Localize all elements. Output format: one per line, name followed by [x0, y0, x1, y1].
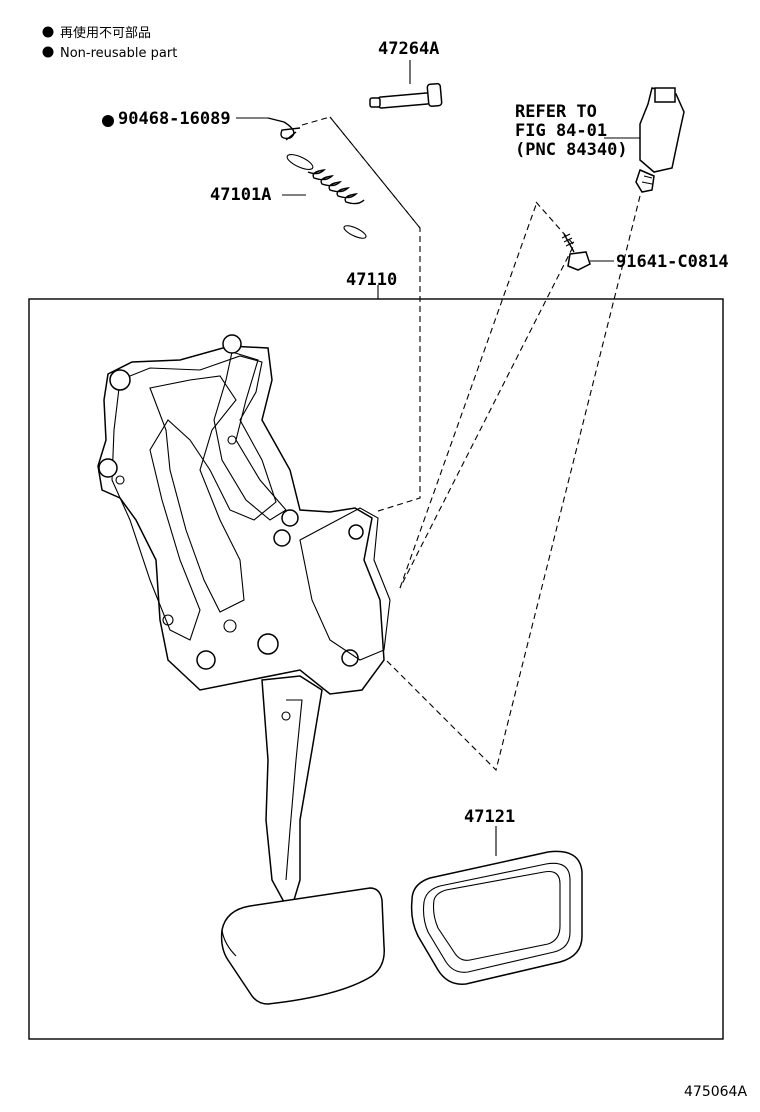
- non-reusable-bullet-icon: [42, 46, 54, 58]
- spring-label: 47101A: [210, 185, 271, 205]
- screw-label: 91641-C0814: [616, 252, 729, 272]
- legend: 再使用不可部品 Non-reusable part: [42, 25, 177, 61]
- switch-refer-line-2: FIG 84-01: [515, 121, 607, 141]
- pin-part: [369, 60, 443, 109]
- switch-refer-line-3: (PNC 84340): [515, 140, 628, 160]
- pedal-pad-part: [410, 826, 583, 985]
- clip-part: [236, 117, 301, 141]
- switch-dash-line: [399, 201, 575, 589]
- assembly-frame: [28, 298, 724, 1040]
- pin-dash-line: [301, 116, 421, 513]
- switch-part: [604, 87, 685, 193]
- switch-refer-line-1: REFER TO: [515, 102, 597, 122]
- legend-jp: 再使用不可部品: [60, 25, 151, 41]
- assembly-label: 47110: [346, 270, 397, 290]
- assembly-dashed-lines: [301, 116, 641, 772]
- pin-label: 47264A: [378, 39, 439, 59]
- screw-part: [561, 233, 614, 271]
- clip-label: 90468-16089: [118, 109, 231, 129]
- legend-en: Non-reusable part: [60, 46, 177, 61]
- pad-dash-line: [377, 195, 641, 772]
- non-reusable-bullet-icon: [102, 115, 114, 127]
- pedal-assembly-part: [97, 334, 391, 1005]
- non-reusable-bullet-icon: [42, 26, 54, 38]
- spring-part: [282, 153, 367, 239]
- bracket-mount-boss: [109, 369, 131, 391]
- labels: 47264A 90468-16089 47101A 47110 47121 91…: [102, 39, 747, 1100]
- figure-number: 475064A: [684, 1084, 747, 1100]
- pad-label: 47121: [464, 807, 515, 827]
